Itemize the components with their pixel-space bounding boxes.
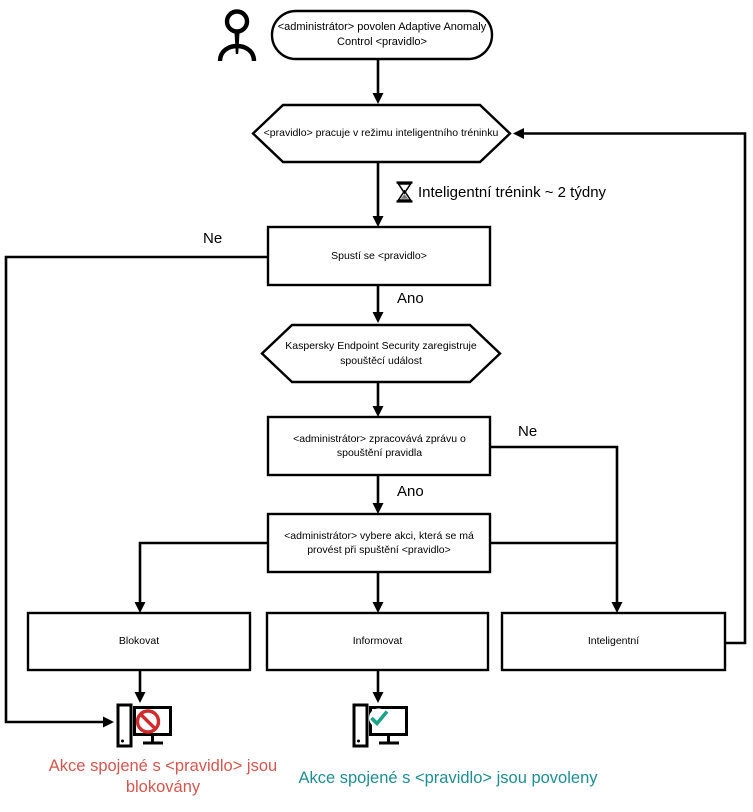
person-icon: [217, 9, 257, 62]
arrowhead: [372, 406, 384, 417]
edge-report-no: [490, 445, 619, 609]
smart-box: [500, 611, 727, 672]
arrowhead: [372, 692, 384, 703]
start-node: [270, 9, 494, 61]
block-box: [26, 611, 252, 672]
arrowhead: [513, 128, 524, 139]
training-hexagon: [251, 103, 512, 164]
edge-rule-no-loop: [4, 255, 268, 724]
checkmark-icon: [369, 708, 389, 728]
arrowhead: [611, 602, 623, 613]
arrowhead: [134, 602, 146, 613]
edge-smart-loop-to-training: [517, 132, 747, 645]
edge-action-to-block: [138, 541, 268, 609]
arrowhead: [372, 93, 384, 104]
arrowhead: [372, 503, 384, 514]
arrowhead: [134, 692, 146, 703]
action-box: [266, 512, 492, 574]
computer-allowed-icon: [352, 703, 408, 748]
report-box: [266, 415, 492, 477]
rule-trigger-box: [266, 225, 492, 287]
arrowhead: [372, 216, 384, 227]
arrowhead: [372, 602, 384, 613]
prohibition-icon: [135, 709, 161, 734]
inform-box: [265, 611, 490, 672]
arrowhead: [372, 312, 384, 323]
arrowhead: [103, 716, 114, 728]
event-hexagon: [260, 323, 502, 384]
computer-blocked-icon: [116, 703, 172, 748]
hourglass-icon: [396, 181, 413, 203]
